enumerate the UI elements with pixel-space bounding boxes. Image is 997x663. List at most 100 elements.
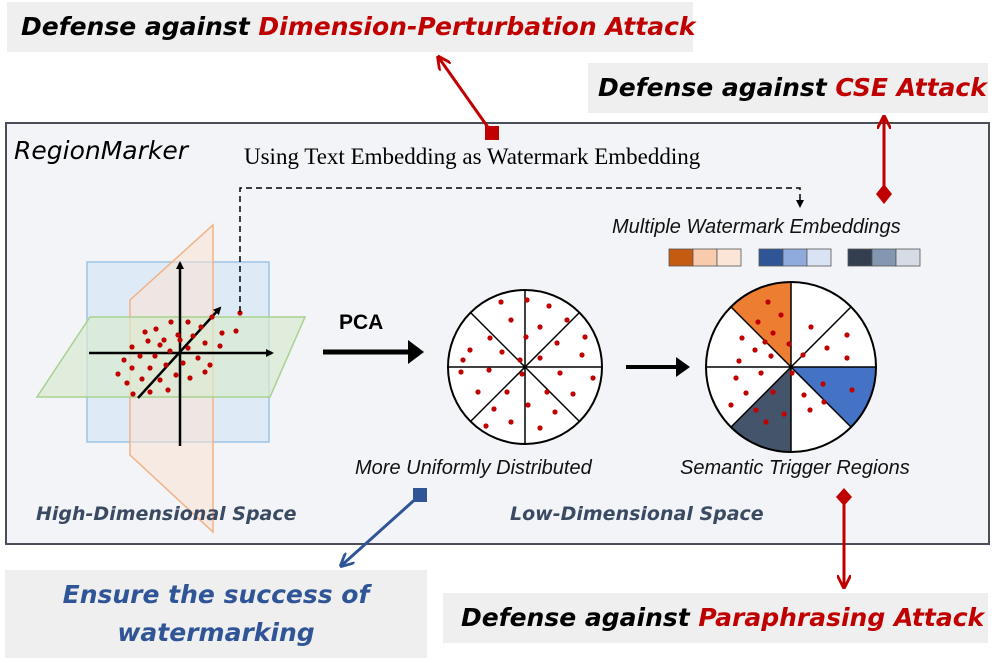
- embedding-point: [755, 319, 761, 325]
- embedding-point: [202, 369, 208, 375]
- embedding-point: [525, 402, 531, 408]
- embedding-point: [786, 341, 792, 347]
- embedding-point: [800, 352, 806, 358]
- swatch-orange-3: [716, 248, 742, 267]
- semantic-regions-circle: [705, 281, 877, 453]
- embedding-point: [187, 375, 193, 381]
- embedding-point: [139, 376, 145, 382]
- pca-arrowhead: [408, 340, 424, 364]
- embedding-points-uniform: [458, 297, 596, 431]
- embedding-point: [460, 357, 466, 363]
- embedding-point: [209, 314, 215, 320]
- embedding-point: [486, 367, 492, 373]
- embedding-point: [217, 343, 223, 349]
- paraphrasing-connector: [836, 488, 852, 586]
- embedding-point: [157, 342, 163, 348]
- callout-prefix: Defense against: [461, 603, 699, 632]
- embedding-point: [237, 310, 243, 316]
- callout-success-line2: watermarking: [117, 618, 315, 647]
- embedding-point: [579, 352, 585, 358]
- embedding-point: [508, 419, 514, 425]
- embedding-point: [554, 340, 560, 346]
- swatch-slate-1: [847, 248, 873, 267]
- embedding-point: [165, 387, 171, 393]
- embedding-point: [844, 332, 850, 338]
- embedding-point: [498, 299, 504, 305]
- embedding-point: [523, 334, 529, 340]
- y-axis: [137, 306, 222, 399]
- embedding-point: [768, 353, 774, 359]
- embedding-point: [820, 381, 826, 387]
- embedding-point: [770, 389, 776, 395]
- regionmarker-title: RegionMarker: [14, 136, 189, 165]
- callout-attack-name: Dimension-Perturbation Attack: [258, 12, 696, 41]
- watermark-embedding-swatches: [668, 248, 921, 267]
- embedding-point: [765, 299, 771, 305]
- embedding-points-semantic: [728, 299, 855, 425]
- embedding-point: [824, 345, 830, 351]
- embedding-point: [504, 389, 510, 395]
- embedding-point: [129, 365, 135, 371]
- green-plane: [35, 316, 307, 398]
- callout-success: Ensure the success of watermarking: [5, 570, 427, 658]
- embedding-point: [758, 370, 764, 376]
- orange-trigger-region: [730, 282, 791, 367]
- swatch-blue-2: [782, 248, 808, 267]
- embedding-point: [190, 333, 196, 339]
- embedding-point: [145, 338, 151, 344]
- embedding-point: [781, 411, 787, 417]
- pca-label: PCA: [339, 311, 384, 334]
- success-connector: [342, 488, 427, 565]
- embedding-point: [137, 353, 143, 359]
- dimension-perturbation-connector: [439, 58, 499, 140]
- embedding-point: [728, 402, 734, 408]
- embedding-point: [157, 377, 163, 383]
- high-dimensional-space: [35, 223, 307, 534]
- embedding-point: [570, 391, 576, 397]
- embedding-point: [564, 317, 570, 323]
- embedding-point: [487, 335, 493, 341]
- text-embedding-connector: [239, 187, 804, 312]
- callout-prefix: Defense against: [21, 12, 259, 41]
- embedding-point: [185, 319, 191, 325]
- embedding-point: [582, 334, 588, 340]
- embedding-point: [152, 353, 158, 359]
- high-dimensional-label: High-Dimensional Space: [36, 503, 297, 525]
- embedding-point: [557, 370, 563, 376]
- embedding-point: [849, 387, 855, 393]
- embedding-point: [517, 357, 523, 363]
- callout-prefix: Defense against: [598, 73, 836, 102]
- embedding-point: [467, 347, 473, 353]
- embedding-point: [733, 375, 739, 381]
- embedding-point: [763, 419, 769, 425]
- embedding-point: [552, 409, 558, 415]
- embedding-point: [185, 345, 191, 351]
- embedding-point: [821, 399, 827, 405]
- embedding-point: [198, 324, 204, 330]
- embedding-point: [743, 390, 749, 396]
- callout-cse: Defense against CSE Attack: [588, 63, 988, 113]
- embedding-point: [524, 297, 530, 303]
- callout-paraphrasing: Defense against Paraphrasing Attack: [443, 593, 988, 643]
- embedding-point: [142, 329, 148, 335]
- embedding-point: [736, 358, 742, 364]
- embedding-point: [475, 389, 481, 395]
- region-arrowhead: [676, 357, 690, 377]
- embedding-point: [537, 425, 543, 431]
- swatch-slate-3: [895, 248, 921, 267]
- text-embedding-label: Using Text Embedding as Watermark Embedd…: [244, 144, 701, 169]
- callout-attack-name: Paraphrasing Attack: [698, 603, 985, 632]
- callout-attack-name: CSE Attack: [835, 73, 987, 102]
- slate-trigger-region: [730, 367, 791, 452]
- blue-trigger-region: [791, 367, 876, 428]
- embedding-point: [153, 326, 159, 332]
- embedding-point: [844, 355, 850, 361]
- embedding-point: [546, 303, 552, 309]
- uniform-distribution-label: More Uniformly Distributed: [355, 457, 592, 479]
- embedding-point: [590, 375, 596, 381]
- multiple-embeddings-label: Multiple Watermark Embeddings: [612, 216, 901, 238]
- embedding-point: [129, 344, 135, 350]
- embedding-point: [778, 312, 784, 318]
- embedding-point: [180, 360, 186, 366]
- embedding-point: [801, 392, 807, 398]
